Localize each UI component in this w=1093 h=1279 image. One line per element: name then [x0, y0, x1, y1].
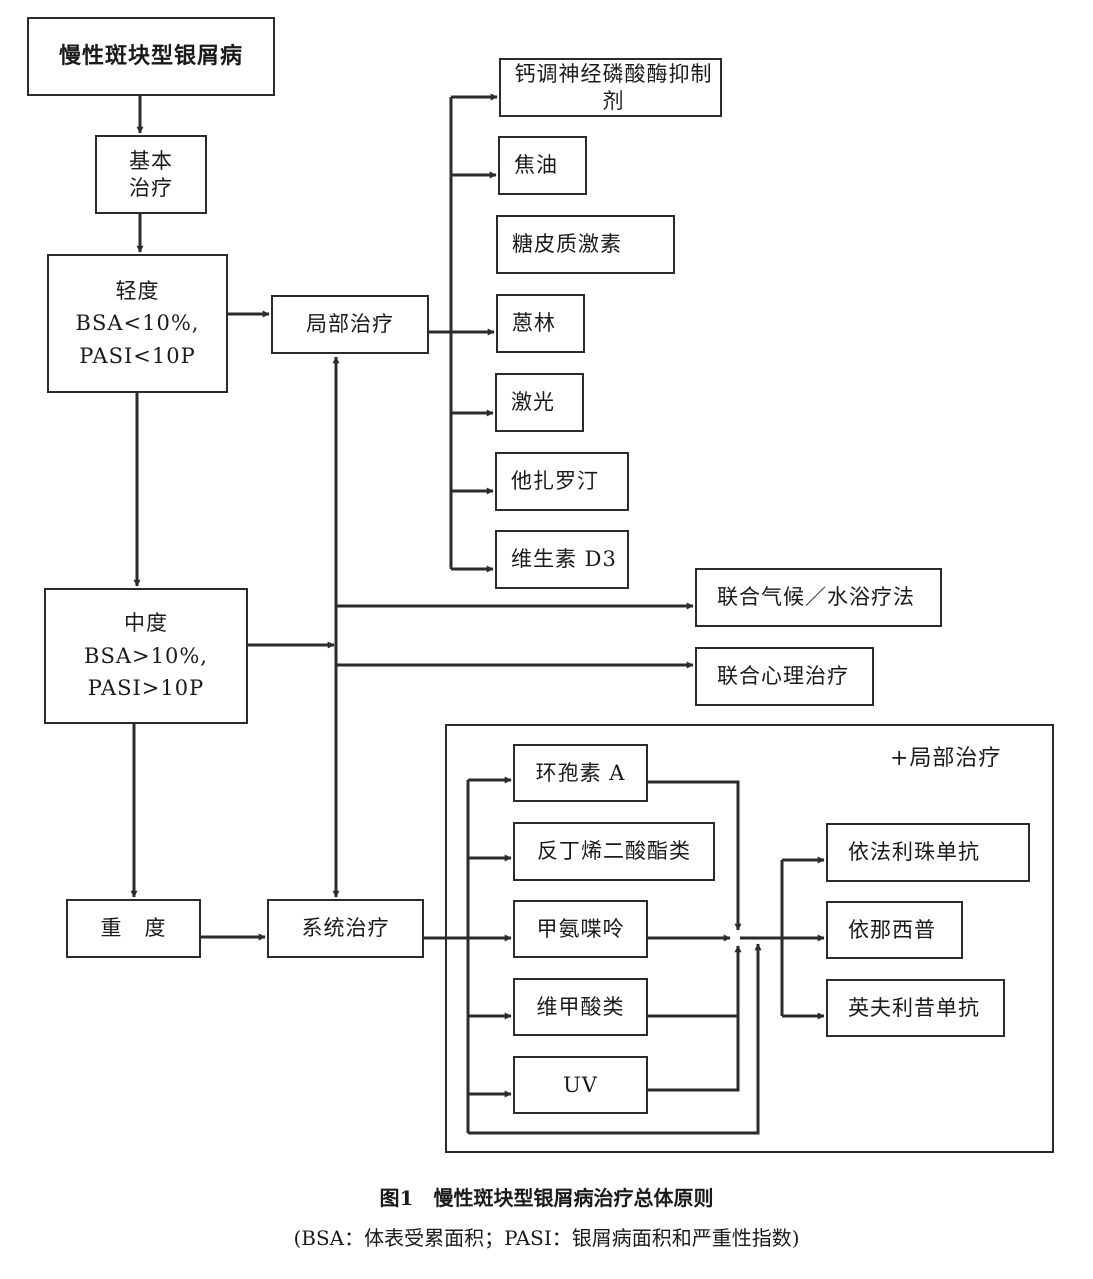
moderate-node: 中度 BSA>10%, PASI>10P: [44, 588, 248, 724]
mild-line-2: BSA<10%,: [75, 311, 200, 336]
frame-note: +局部治疗: [890, 746, 1002, 771]
local-option-3: 糖皮质激素: [496, 215, 675, 274]
arrow-drug-5-to-hub: [648, 945, 742, 1092]
mild-line-3: PASI<10P: [79, 343, 196, 368]
mild-node: 轻度 BSA<10%, PASI<10P: [47, 254, 228, 393]
systemic-drug-1: 环孢素 A: [513, 744, 648, 802]
systemic-frame: [445, 724, 1054, 1153]
systemic-treatment-node: 系统治疗: [267, 899, 424, 958]
biologic-1: 依法利珠单抗: [826, 823, 1030, 882]
biologic-2: 依那西普: [826, 901, 963, 959]
basic-line-1: 基本: [129, 149, 173, 174]
severe-node: 重 度: [66, 899, 201, 958]
moderate-line-1: 中度: [124, 611, 168, 636]
figure-caption-title: 图1 慢性斑块型银屑病治疗总体原则: [379, 1186, 714, 1210]
local-option-7: 维生素 D3: [495, 530, 629, 589]
local-option-1: 钙调神经磷酸酶抑制剂: [499, 58, 722, 117]
combo-psych-node: 联合心理治疗: [695, 647, 874, 706]
systemic-drug-5: UV: [513, 1056, 648, 1114]
systemic-drug-3: 甲氨喋呤: [513, 900, 648, 958]
combo-climate-node: 联合气候／水浴疗法: [695, 568, 942, 627]
biologic-3: 英夫利昔单抗: [826, 979, 1005, 1037]
root-node: 慢性斑块型银屑病: [27, 17, 275, 96]
moderate-line-3: PASI>10P: [87, 676, 205, 701]
local-option-4: 蒽林: [496, 294, 585, 353]
arrow-loop-to-hub: [468, 943, 762, 1135]
local-treatment-node: 局部治疗: [271, 295, 429, 354]
local-option-6: 他扎罗汀: [495, 452, 629, 511]
arrow-drug-1-to-hub: [648, 780, 742, 931]
figure-caption-note: (BSA：体表受累面积；PASI：银屑病面积和严重性指数): [293, 1226, 800, 1250]
systemic-drug-2: 反丁烯二酸酯类: [513, 822, 715, 881]
basic-treatment-node: 基本 治疗: [95, 135, 207, 214]
moderate-line-2: BSA>10%,: [84, 643, 208, 668]
mild-line-1: 轻度: [115, 278, 160, 303]
basic-line-2: 治疗: [129, 175, 173, 200]
local-option-2: 焦油: [498, 136, 587, 195]
systemic-drug-4: 维甲酸类: [513, 978, 648, 1036]
local-option-5: 激光: [495, 373, 584, 432]
